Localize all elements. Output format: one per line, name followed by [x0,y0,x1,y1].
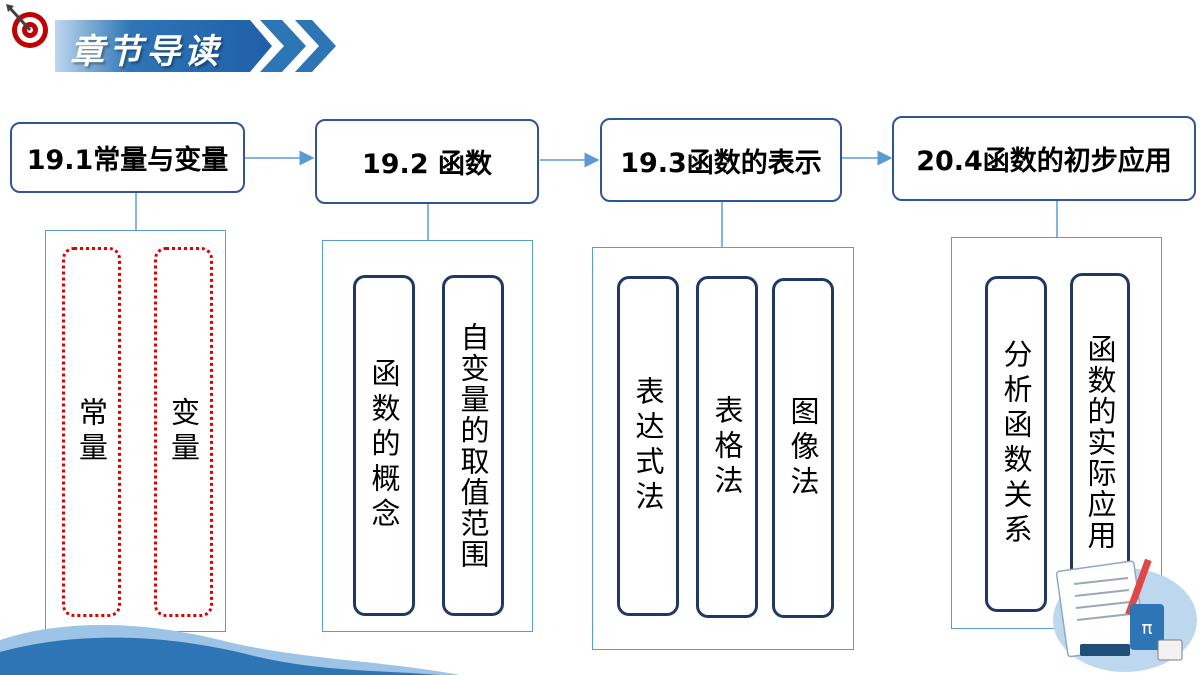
topic-box-19-2: 19.2 函数 [315,119,539,204]
topic-box-19-1: 19.1常量与变量 [10,122,245,193]
wave-decoration [0,625,460,675]
topic-box-20-4: 20.4函数的初步应用 [892,116,1196,201]
topic-label: 19.2 函数 [361,149,493,180]
math-illustration-icon: π [1053,558,1197,672]
topic-label: 19.3函数的表示 [620,147,822,179]
subtopic-practical-application: 函数的实际应用 [1070,273,1130,611]
subtopic-label: 图像法 [786,395,820,501]
subtopic-label: 分析函数关系 [999,339,1033,549]
subtopic-variable: 变量 [154,247,213,617]
title-banner [55,20,336,72]
subtopic-graph-method: 图像法 [772,278,834,618]
subtopic-label: 自变量的取值范围 [456,321,490,570]
target-icon [6,4,48,48]
subtopic-label: 函数的概念 [367,358,401,533]
topic-box-19-3: 19.3函数的表示 [600,118,842,202]
subtopic-label: 变量 [166,397,201,467]
page-title: 章节导读 [70,32,222,72]
subtopic-domain: 自变量的取值范围 [442,275,504,616]
subtopic-label: 表达式法 [631,376,665,516]
subtopic-label: 常量 [74,397,109,467]
subtopic-table-method: 表格法 [696,276,758,618]
subtopic-label: 函数的实际应用 [1083,333,1117,551]
svg-text:π: π [1142,618,1153,639]
subtopic-function-concept: 函数的概念 [353,275,415,616]
subtopic-analyze-relation: 分析函数关系 [985,276,1047,612]
topic-label: 20.4函数的初步应用 [916,146,1172,177]
subtopic-label: 表格法 [710,394,744,500]
subtopic-constant: 常量 [62,247,121,617]
subtopic-expression-method: 表达式法 [617,276,679,616]
topic-label: 19.1常量与变量 [26,145,229,176]
